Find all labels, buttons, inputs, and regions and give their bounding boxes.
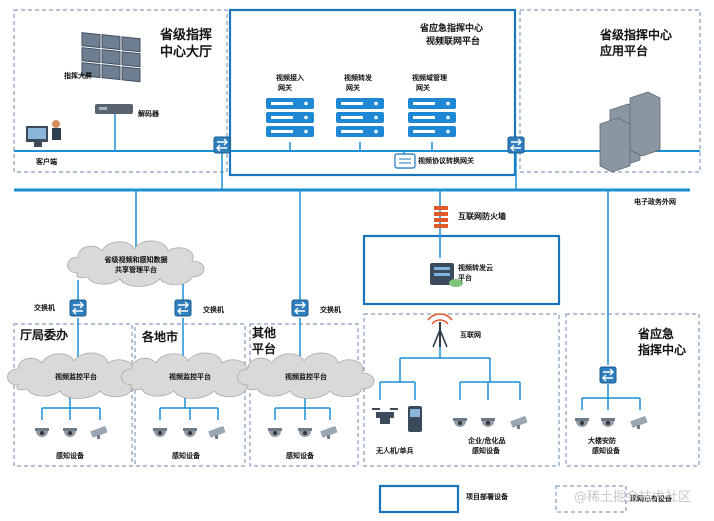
app-title-line1: 省级指挥中心 [600,28,673,42]
gateway-1-line2: 网关 [278,84,292,92]
drone-label: 无人机/单兵 [376,447,414,455]
share-cloud-line1: 省级视频和感知数据 [104,256,168,264]
region-2-title: 各地市 [142,330,179,344]
emergency-title-line1: 省应急 [638,327,675,341]
region-3-devices: 感知设备 [286,452,314,460]
region-1-platform: 视频监控平台 [55,373,97,381]
gateway-2-line2: 网关 [346,84,360,92]
enterprise-line2: 感知设备 [472,447,500,455]
egov-label: 电子政务外网 [634,198,676,206]
forward-cloud-line2: 平台 [458,274,472,282]
firewall-label: 互联网防火墙 [458,212,506,221]
region-1-title: 厅局委办 [20,328,69,342]
screen-label: 指挥大屏 [64,72,92,80]
switch-label-3: 交换机 [320,306,341,314]
watermark: @稀土掘金技术社区 [574,490,692,505]
internet-label: 互联网 [460,331,481,339]
emergency-devices-line1: 大楼安防 [588,437,616,445]
client-label: 客户端 [36,158,57,166]
region-3-platform: 视频监控平台 [285,373,327,381]
emergency-title-line2: 指挥中心 [638,343,687,357]
share-cloud-line2: 共享管理平台 [115,266,157,274]
decoder-label: 解码器 [138,110,159,118]
center-title-line2: 视频联网平台 [426,37,481,47]
region-2-platform: 视频监控平台 [169,373,211,381]
switch-label-1: 交换机 [34,304,55,312]
gateway-2-line1: 视频转发 [344,74,372,82]
gateway-3-line2: 网关 [416,84,430,92]
region-2-devices: 感知设备 [172,452,200,460]
gateway-3-line1: 视频域管理 [412,74,447,82]
app-title-line2: 应用平台 [600,44,649,58]
hall-title-line1: 省级指挥 [160,28,213,43]
protocol-gateway-label: 视频协议转换网关 [418,157,474,165]
enterprise-line1: 企业/危化品 [468,437,506,445]
switch-label-2: 交换机 [203,306,224,314]
emergency-devices-line2: 感知设备 [592,447,620,455]
legend-dashed-label: 现网已有设备 [630,495,672,503]
region-3-title-line1: 其他 [252,326,277,340]
hall-title-line2: 中心大厅 [160,45,213,60]
center-title-line1: 省应急指挥中心 [420,24,484,34]
region-3-title-line2: 平台 [252,342,277,356]
gateway-1-line1: 视频接入 [276,74,304,82]
region-1-devices: 感知设备 [56,452,84,460]
legend-solid-label: 项目部署设备 [466,493,508,501]
forward-cloud-line1: 视频转发云 [458,264,493,272]
